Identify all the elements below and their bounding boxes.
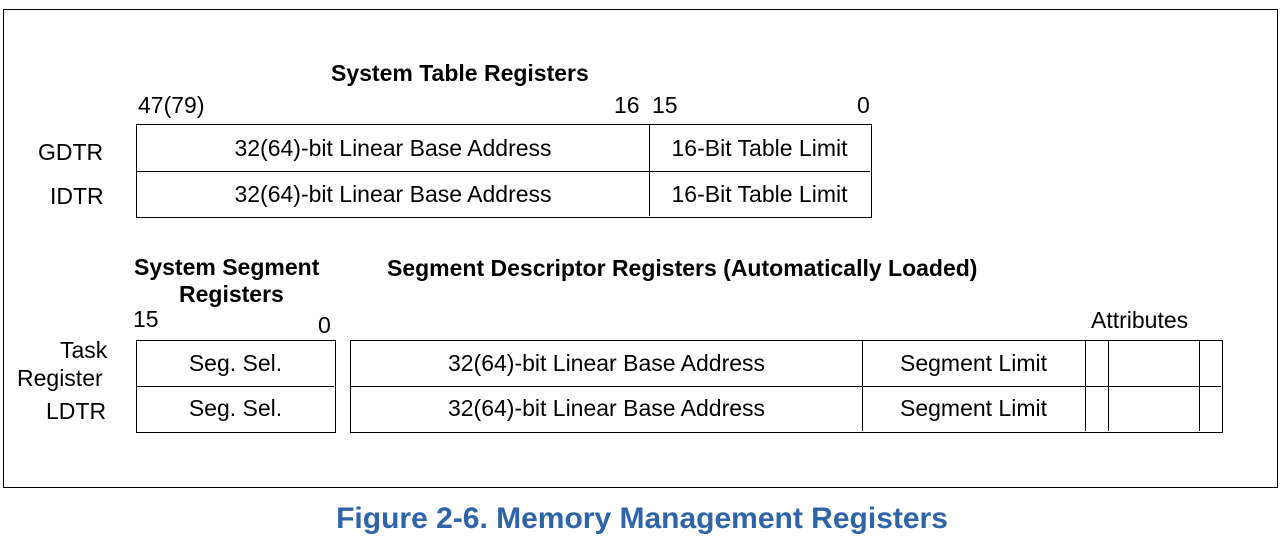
system-table-registers-box: 32(64)-bit Linear Base Address 16-Bit Ta… [136, 124, 872, 218]
task-register-label-line1: Task [60, 337, 108, 363]
figure-frame [3, 9, 1278, 488]
ldtr-segment-limit: Segment Limit [899, 395, 1047, 421]
segment-descriptor-registers-box: 32(64)-bit Linear Base Address Segment L… [350, 340, 1223, 433]
seg-row-divider [137, 386, 334, 387]
bit-label-16: 16 [614, 92, 640, 118]
bit-label-47-79: 47(79) [138, 92, 205, 118]
desc-attr-divider-1 [1108, 341, 1109, 431]
attributes-label: Attributes [1091, 307, 1189, 333]
row-divider [137, 171, 870, 172]
desc-row-divider [351, 386, 1221, 387]
base-limit-divider [649, 125, 650, 216]
system-table-registers-heading: System Table Registers [331, 60, 589, 86]
desc-limit-attr-divider [1085, 341, 1086, 431]
idtr-table-limit: 16-Bit Table Limit [671, 180, 848, 207]
task-register-label-line2: Register [17, 365, 103, 391]
idtr-label: IDTR [50, 183, 104, 209]
idtr-base-address: 32(64)-bit Linear Base Address [234, 180, 552, 207]
gdtr-base-address: 32(64)-bit Linear Base Address [234, 134, 552, 161]
system-segment-registers-box: Seg. Sel. Seg. Sel. [136, 340, 336, 433]
bit-label-0: 0 [857, 92, 870, 118]
task-register-segment-limit: Segment Limit [899, 350, 1047, 376]
task-register-base-address: 32(64)-bit Linear Base Address [447, 350, 766, 376]
seg-bit-label-15: 15 [133, 306, 159, 332]
bit-label-15: 15 [652, 92, 678, 118]
task-register-seg-sel: Seg. Sel. [188, 350, 283, 376]
gdtr-label: GDTR [38, 139, 104, 165]
ldtr-label: LDTR [46, 398, 107, 424]
segment-descriptor-registers-heading: Segment Descriptor Registers (Automatica… [387, 255, 978, 281]
figure-caption: Figure 2-6. Memory Management Registers [336, 502, 948, 535]
desc-attr-divider-2 [1199, 341, 1200, 431]
system-segment-registers-heading-line2: Registers [179, 281, 284, 307]
gdtr-table-limit: 16-Bit Table Limit [671, 134, 848, 161]
desc-base-limit-divider [862, 341, 863, 431]
seg-bit-label-0: 0 [318, 312, 331, 338]
ldtr-base-address: 32(64)-bit Linear Base Address [447, 395, 766, 421]
system-segment-registers-heading-line1: System Segment [134, 254, 320, 280]
ldtr-seg-sel: Seg. Sel. [188, 395, 283, 421]
